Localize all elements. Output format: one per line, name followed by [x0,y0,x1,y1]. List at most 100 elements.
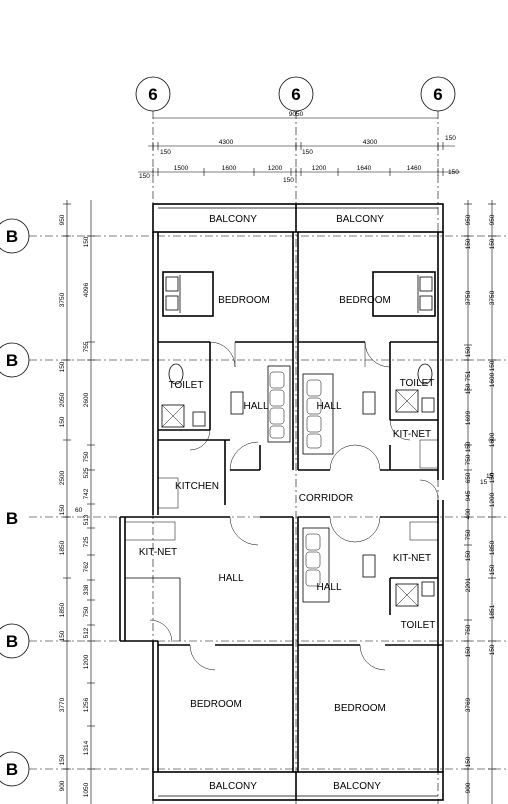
grid-bubbles-top: 6 6 6 [135,76,456,112]
walls [119,203,444,801]
dim-s1: 1500 [174,165,189,172]
label-toilet-right: TOILET [400,378,435,389]
dim-left-inner-11: 742 [83,488,90,499]
dim-s-end: 150 [448,169,459,176]
dim-misc-1: 60 [75,507,83,514]
dim-right-outer-11: 1851 [489,604,496,619]
label-hall-top-right: HALL [316,401,341,412]
wc-right-icon [417,363,433,385]
furniture [124,271,439,607]
bed-right-icon [372,271,436,317]
dim-right-inner-16: 750 [465,624,472,635]
label-balcony-top-left: BALCONY [209,214,257,225]
dim-right-outer-9: 1850 [489,540,496,555]
grid-bubbles-left: B B B B B [0,218,30,787]
grid-lines [29,111,508,804]
label-hall-bottom-left: HALL [218,573,243,584]
dim-s6: 1460 [407,165,422,172]
dimensions-left: 900 3770 1850 1850 2500 2050 3750 950 15… [59,200,95,804]
grid-label-top-2: 6 [291,85,300,104]
dim-right-inner-14: 150 [465,550,472,561]
dim-left-outer-7: 3750 [59,292,66,307]
table-lower-icon [362,554,376,578]
dim-left-inner-10: 513 [83,514,90,525]
dim-left-small-1: 150 [59,754,66,765]
dim-right-inner-19: 150 [465,756,472,767]
label-bedroom-top-right: BEDROOM [339,295,391,306]
dim-s3: 1200 [268,165,283,172]
dim-right-outer-8: 1200 [489,492,496,507]
dim-left-inner-15: 755 [83,341,90,352]
dim-left-inner-5: 512 [83,627,90,638]
dim-right-inner-1: 950 [465,214,472,225]
grid-label-top-1: 6 [148,85,157,104]
dim-right-inner-20: 900 [465,782,472,793]
dim-misc-2: 15 [480,479,488,486]
dim-right-inner-9: 750 [465,454,472,465]
label-toilet-left: TOILET [169,380,204,391]
room-labels: BALCONY BALCONY BEDROOM BEDROOM TOILET T… [139,214,436,792]
grid-label-left-5: B [6,760,18,779]
dim-wall-l1: 150 [160,149,171,156]
sink-lower-icon [421,581,435,597]
dim-right-inner-18: 3769 [465,697,472,712]
label-bedroom-top-left: BEDROOM [218,295,270,306]
doors [149,341,439,671]
label-bedroom-bottom-left: BEDROOM [190,699,242,710]
sofa-lower-icon [302,527,330,603]
dim-right-inner-13: 750 [465,529,472,540]
dim-left-inner-12: 525 [83,467,90,478]
dim-wall-l2: 150 [302,149,313,156]
dim-right-outer-6: 1600 [489,432,496,447]
grid-label-left-2: B [6,351,18,370]
label-corridor: CORRIDOR [299,493,353,504]
dim-right-outer-12: 150 [489,644,496,655]
dim-left-inner-8: 762 [83,561,90,572]
shower-lower-icon [395,583,419,607]
dim-left-outer-3: 1850 [59,602,66,617]
counter-kitnet-right-icon [419,439,439,469]
counter-kitnet-lower-left-icon [124,521,176,541]
dim-right-outer-1: 950 [489,214,496,225]
counter-kitnet-lower-right-icon [409,521,439,541]
shower-left-icon [161,404,185,428]
label-balcony-top-right: BALCONY [336,214,384,225]
table-left-icon [230,391,244,415]
dim-wall-r: 150 [445,135,456,142]
dim-left-small-2: 150 [59,630,66,641]
dim-right-inner-10: 650 [465,472,472,483]
dim-right-outer-10: 150 [489,564,496,575]
dim-left-inner-7: 338 [83,584,90,595]
dim-right-outer-3: 3750 [489,290,496,305]
dim-right-outer-7: 150 [489,472,496,483]
dim-right-inner-6: 150 [465,383,472,394]
sink-right-icon [421,397,435,413]
dim-left-inner-3: 1256 [83,697,90,712]
counter-kitchen-icon [157,477,179,509]
label-balcony-bottom-right: BALCONY [333,781,381,792]
dim-right-inner-11: 945 [465,490,472,501]
dim-left-small-3: 150 [59,504,66,515]
dim-right-inner-4: 150 [465,346,472,357]
dim-right-inner-8: 150 [465,441,472,452]
dim-left-inner-4: 1200 [83,654,90,669]
dim-left-small-5: 150 [59,361,66,372]
dim-s-edge: 150 [139,173,150,180]
sink-left-icon [192,411,206,427]
dim-left-inner-13: 750 [83,451,90,462]
sofa-right-icon [302,373,334,455]
dimensions-right: 950 150 3750 150 751 150 1699 150 750 65… [464,200,496,804]
table-right-icon [362,391,376,415]
dim-right-inner-17: 150 [465,646,472,657]
dim-s5: 1640 [357,165,372,172]
dim-left-outer-1: 900 [59,780,66,791]
grid-label-left-3: B [6,509,18,528]
grid-label-left-1: B [6,227,18,246]
label-hall-top-left: HALL [243,401,268,412]
wc-left-icon [168,363,184,385]
grid-label-top-3: 6 [433,85,442,104]
dim-left-outer-5: 2500 [59,470,66,485]
dim-right-outer-4: 1600 [489,372,496,387]
grid-label-left-4: B [6,632,18,651]
dim-left-inner-16: 4096 [83,282,90,297]
